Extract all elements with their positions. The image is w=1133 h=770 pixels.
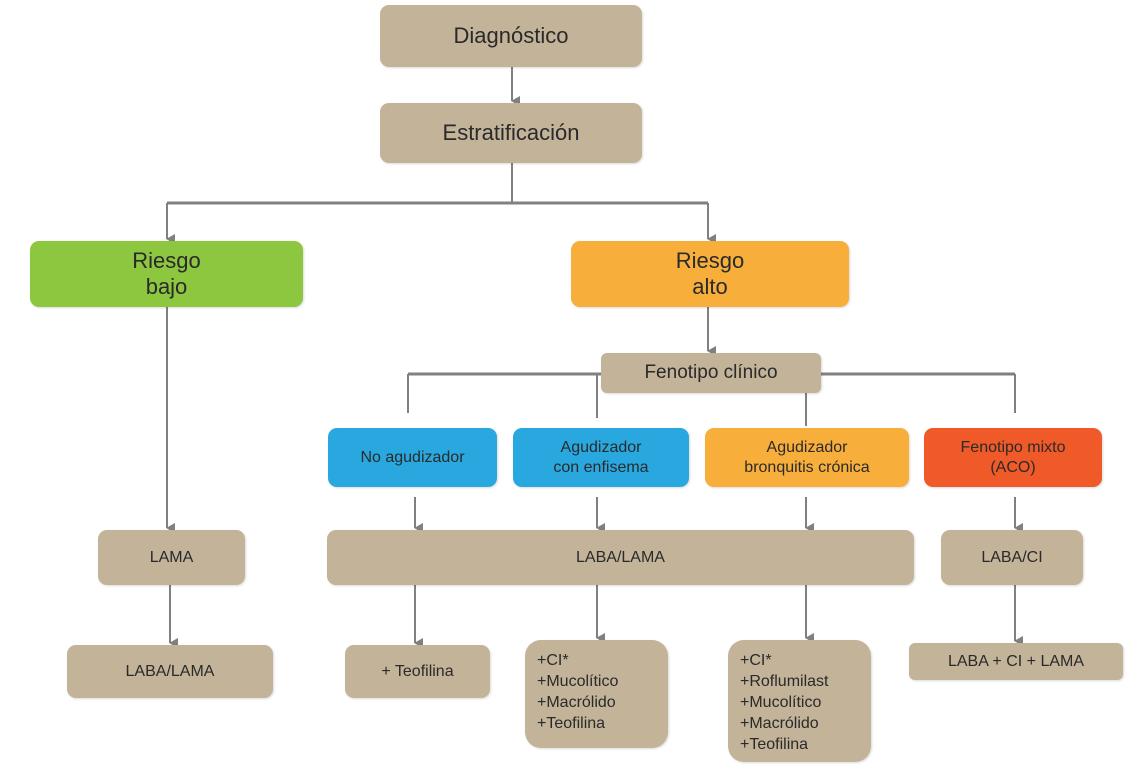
node-laba-ci-lama: LABA + CI + LAMA [909, 643, 1123, 680]
label-line: Riesgo [675, 248, 745, 273]
label-line: (ACO) [990, 458, 1036, 476]
list-item: +Teofilina [537, 715, 606, 732]
node-lama: LAMA [98, 530, 245, 585]
label-line: Agudizador [766, 438, 848, 456]
label-line: alto [692, 274, 728, 299]
list-item: +Mucolítico [537, 673, 619, 690]
node-no-agudizador: No agudizador [328, 428, 497, 487]
label-line: bronquitis crónica [744, 458, 870, 476]
list-item: +CI* [537, 652, 569, 669]
label-line: Fenotipo mixto [960, 438, 1066, 456]
node-laba-lama-main: LABA/LAMA [327, 530, 914, 585]
node-list-bronquitis: +CI* +Roflumilast +Mucolítico +Macrólido… [728, 640, 871, 762]
list-item: +Mucolítico [740, 694, 822, 711]
list-item: +Macrólido [740, 715, 819, 732]
node-agudizador-enfisema: Agudizador con enfisema [513, 428, 689, 487]
list-item: +CI* [740, 652, 772, 669]
label-line: Riesgo [132, 248, 201, 273]
node-teofilina: + Teofilina [345, 645, 490, 698]
node-laba-lama-low: LABA/LAMA [67, 645, 273, 698]
node-agudizador-bronquitis: Agudizador bronquitis crónica [705, 428, 909, 487]
list-item: +Roflumilast [740, 673, 829, 690]
label-line: bajo [145, 274, 188, 299]
node-fenotipo-mixto: Fenotipo mixto (ACO) [924, 428, 1102, 487]
node-fenotipo-clinico: Fenotipo clínico [601, 353, 821, 393]
node-list-enfisema: +CI* +Mucolítico +Macrólido +Teofilina [525, 640, 668, 748]
node-laba-ci: LABA/CI [941, 530, 1083, 585]
list-item: +Teofilina [740, 736, 809, 753]
node-estratificacion: Estratificación [380, 103, 642, 163]
label-line: con enfisema [553, 458, 649, 476]
label-line: Agudizador [560, 438, 642, 456]
list-item: +Macrólido [537, 694, 616, 711]
node-diagnostico: Diagnóstico [380, 5, 642, 67]
